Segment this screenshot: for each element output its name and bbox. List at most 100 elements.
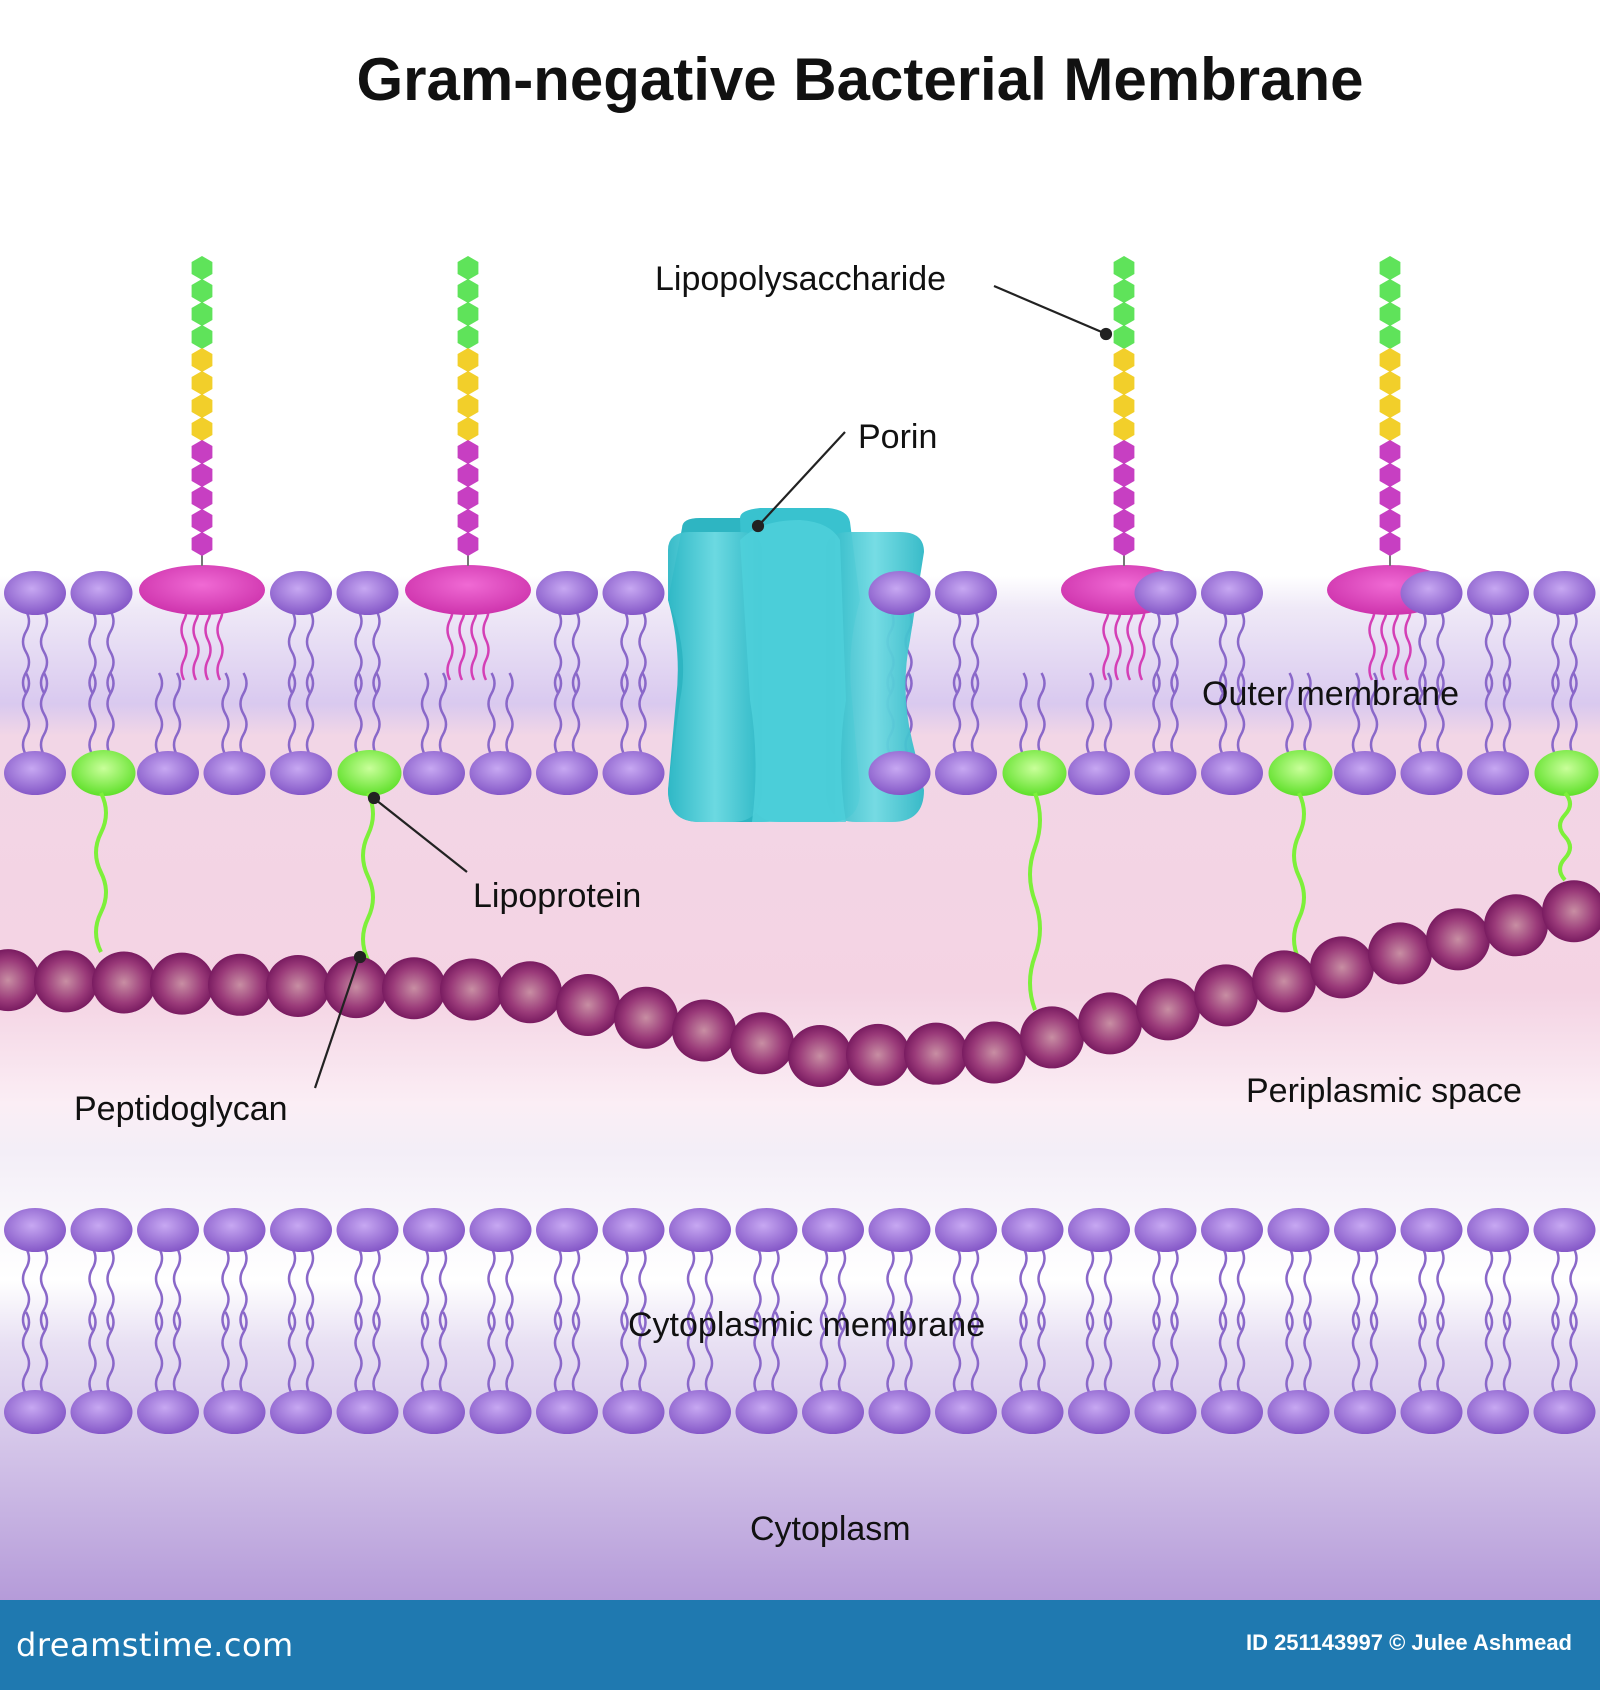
inner-tail	[686, 1311, 696, 1395]
peptidoglycan-unit	[1310, 936, 1374, 999]
footer-bar: dreamstime.com ID 251143997 © Julee Ashm…	[0, 1600, 1600, 1690]
label-cytoplasm: Cytoplasm	[750, 1510, 911, 1548]
phospholipid-head	[602, 1390, 665, 1434]
phospholipid-head	[1467, 751, 1529, 795]
lipoprotein-anchor	[1002, 750, 1067, 796]
outer-tail	[1418, 672, 1427, 756]
phospholipid-head	[536, 751, 598, 795]
phospholipid-head	[1201, 571, 1263, 615]
phospholipid-head	[4, 1390, 66, 1434]
inner-tail	[1436, 1311, 1445, 1395]
inner-tail	[505, 1311, 514, 1395]
phospholipid-head	[1134, 1390, 1197, 1434]
peptidoglycan-chain	[0, 880, 1600, 1087]
phospholipid-head	[1267, 1390, 1330, 1434]
phospholipid-head	[1134, 1208, 1197, 1252]
outer-tail	[620, 672, 629, 756]
inner-tail	[287, 1311, 297, 1395]
inner-tail	[1019, 1247, 1028, 1331]
outer-tail	[154, 672, 164, 756]
lps-sugar	[1113, 509, 1135, 533]
phospholipid-head	[1334, 1390, 1396, 1434]
outer-tail	[1418, 610, 1427, 694]
membrane-diagram: Gram-negative Bacterial Membrane Lipopol…	[0, 0, 1600, 1600]
outer-tail	[1218, 672, 1228, 756]
inner-tail	[221, 1311, 230, 1395]
outer-tail	[239, 672, 248, 756]
phospholipid-head	[203, 1208, 266, 1252]
peptidoglycan-unit	[92, 951, 156, 1014]
lps-sugar	[191, 302, 213, 326]
leader-dot-lipopolysaccharide	[1099, 327, 1113, 341]
lipoprotein-stalk	[1558, 791, 1572, 882]
lps-sugar	[1379, 394, 1401, 418]
outer-tail	[571, 672, 581, 756]
lps-tail	[1404, 599, 1412, 681]
leader-dot-peptidoglycan	[353, 950, 367, 964]
leader-porin	[759, 431, 846, 525]
outer-tail	[354, 610, 363, 694]
peptidoglycan-unit	[614, 986, 678, 1049]
inner-tail	[1103, 1247, 1113, 1331]
phospholipid-head	[270, 571, 332, 615]
outer-tail	[21, 672, 31, 756]
inner-tail	[1551, 1247, 1560, 1331]
outer-tail	[553, 672, 563, 756]
inner-tail	[372, 1247, 381, 1331]
lps-sugar	[1379, 532, 1401, 556]
inner-tail	[620, 1311, 629, 1395]
inner-tail	[305, 1311, 315, 1395]
phospholipid-head	[1533, 1390, 1596, 1434]
phospholipid-head	[336, 1208, 399, 1252]
outer-tail	[1502, 610, 1512, 694]
lps-sugar	[457, 302, 479, 326]
phospholipid-head	[270, 1208, 332, 1252]
outer-tail	[39, 672, 49, 756]
peptidoglycan-unit	[730, 1012, 794, 1075]
inner-tail	[487, 1311, 496, 1395]
phospholipid-head	[1001, 1390, 1064, 1434]
outer-tail	[221, 672, 230, 756]
lps-sugar	[191, 440, 213, 464]
inner-tail	[88, 1311, 97, 1395]
lps-sugar	[1113, 371, 1135, 395]
inner-tail	[837, 1311, 847, 1395]
lps-tail	[1138, 599, 1146, 681]
inner-tail	[1551, 1311, 1560, 1395]
inner-tail	[1303, 1247, 1312, 1331]
lps-sugar	[1113, 348, 1135, 372]
inner-tail	[154, 1247, 164, 1331]
inner-tail	[420, 1311, 430, 1395]
inner-tail	[952, 1247, 962, 1331]
lipopolysaccharide-group	[139, 256, 1453, 681]
phospholipid-head	[1533, 1208, 1596, 1252]
outer-tail	[571, 610, 581, 694]
inner-tail	[1484, 1311, 1494, 1395]
inner-tail	[553, 1247, 563, 1331]
outer-tail	[287, 610, 297, 694]
inner-tail	[886, 1311, 895, 1395]
outer-tail	[1484, 672, 1494, 756]
phospholipid-head	[536, 1390, 598, 1434]
lps-sugar	[457, 279, 479, 303]
lps-sugar	[1113, 394, 1135, 418]
image-credit: ID 251143997 © Julee Ashmead	[1245, 1630, 1572, 1655]
lipoprotein-anchor	[337, 750, 402, 796]
outer-tail	[420, 672, 430, 756]
phospholipid-head	[336, 1390, 399, 1434]
outer-tail	[1436, 610, 1445, 694]
outer-tail	[21, 610, 31, 694]
phospholipid-head	[1467, 571, 1529, 615]
cytoplasmic-membrane-tails	[21, 1247, 1578, 1395]
lps-tail	[482, 599, 490, 681]
peptidoglycan-unit	[904, 1022, 968, 1085]
inner-tail	[1170, 1311, 1179, 1395]
label-cytoplasmic-membrane: Cytoplasmic membrane	[628, 1306, 985, 1344]
peptidoglycan-unit	[556, 973, 620, 1036]
inner-tail	[239, 1247, 248, 1331]
lps-sugar	[1379, 509, 1401, 533]
inner-tail	[221, 1247, 230, 1331]
page-title: Gram-negative Bacterial Membrane	[356, 46, 1363, 113]
inner-tail	[438, 1311, 448, 1395]
inner-tail	[571, 1311, 581, 1395]
